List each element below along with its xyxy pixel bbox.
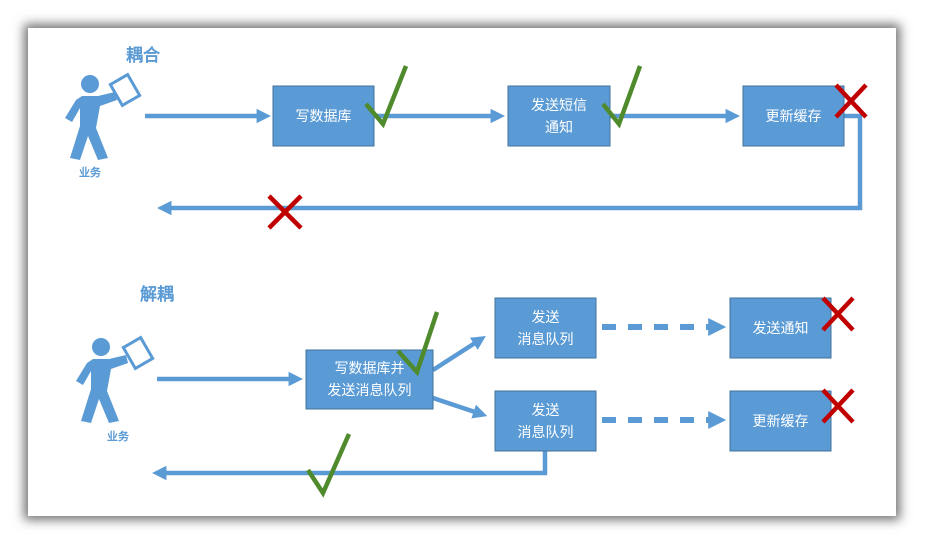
box-queue-1-label-2: 消息队列 [518, 331, 574, 348]
box-write-db: 写数据库 [272, 85, 375, 147]
decoupled-actor: 业务 [76, 335, 155, 443]
decoupled-return-arrow [152, 451, 548, 481]
box-send-sms: 发送短信 通知 [507, 85, 611, 147]
check-icon [396, 311, 440, 377]
arrow-main-to-queue-2 [432, 395, 488, 419]
box-main: 写数据库并 发送消息队列 [305, 349, 434, 410]
arrow-main-to-queue-1 [431, 335, 486, 372]
box-queue-2: 发送 消息队列 [494, 390, 597, 452]
coupled-actor-label: 业务 [79, 165, 102, 179]
cross-icon [821, 388, 855, 424]
box-queue-1-label-1: 发送 [532, 310, 560, 326]
box-queue-2-label-2: 消息队列 [518, 424, 574, 441]
check-icon [601, 65, 643, 129]
box-queue-2-label-1: 发送 [532, 403, 560, 419]
cross-icon [267, 194, 303, 230]
diagram-canvas: 耦合 业务 写数据库 发送短信 通知 更新缓存 解耦 [65, 45, 868, 498]
decoupled-title: 解耦 [140, 284, 174, 305]
cross-icon [821, 296, 855, 332]
coupled-actor: 业务 [65, 72, 142, 179]
person-icon [76, 335, 155, 423]
box-send-notification: 发送通知 [729, 297, 832, 359]
box-write-db-label: 写数据库 [296, 109, 352, 125]
diagram-frame: 耦合 业务 写数据库 发送短信 通知 更新缓存 解耦 [28, 28, 896, 516]
box-update-cache: 更新缓存 [742, 85, 845, 147]
box-send-notification-label: 发送通知 [753, 320, 809, 337]
box-update-cache-2: 更新缓存 [729, 390, 832, 452]
check-icon [306, 433, 352, 498]
box-main-label-2: 发送消息队列 [328, 382, 412, 399]
box-update-cache-label: 更新缓存 [766, 109, 822, 125]
decoupled-actor-label: 业务 [107, 429, 130, 443]
box-send-sms-label-1: 发送短信 [531, 98, 587, 114]
coupled-return-arrow [157, 113, 863, 216]
box-main-label-1: 写数据库并 [335, 361, 405, 377]
box-send-sms-label-2: 通知 [545, 119, 573, 136]
cross-icon [834, 83, 868, 119]
box-update-cache-2-label: 更新缓存 [753, 414, 809, 430]
box-queue-1: 发送 消息队列 [494, 297, 597, 359]
check-icon [364, 65, 409, 129]
person-icon [65, 72, 142, 160]
coupled-title: 耦合 [126, 45, 161, 66]
